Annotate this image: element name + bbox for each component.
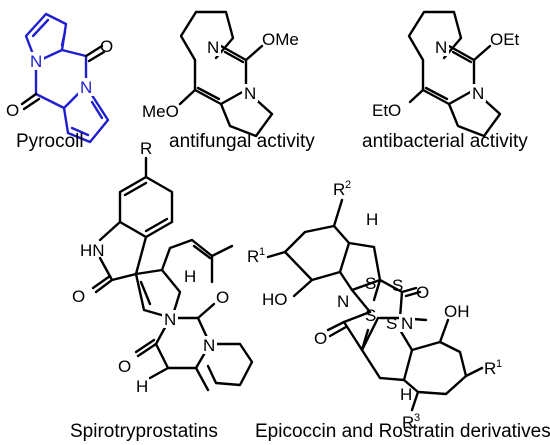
epi-r1a: R (247, 247, 259, 266)
epi-h1: H (366, 210, 378, 229)
spiro-h1: H (184, 267, 196, 286)
caption-pyrocoll: Pyrocoll (16, 131, 84, 152)
epi-o2: O (314, 329, 327, 348)
antibacterial-n1: N (435, 38, 447, 57)
spiro-r: R (140, 139, 152, 158)
spiro-n1: N (164, 310, 176, 329)
pyrocoll-o1: O (100, 37, 113, 56)
antibacterial-structure: N N OEt EtO (372, 10, 520, 138)
epi-s2: S (392, 276, 403, 295)
epi-n1: N (337, 292, 349, 311)
caption-epicoccin: Epicoccin and Rostratin derivatives (255, 421, 550, 442)
epi-h2: H (400, 385, 412, 404)
spiro-hn: HN (80, 241, 105, 260)
epi-r3-sup: 3 (414, 412, 420, 424)
pyrocoll-structure: N N O O (6, 12, 113, 144)
spiro-o3: O (118, 357, 131, 376)
caption-antibacterial: antibacterial activity (362, 131, 528, 152)
caption-spirotryprostatins: Spirotryprostatins (70, 421, 218, 442)
epi-r1b: R (484, 359, 496, 378)
epi-s3: S (365, 306, 376, 325)
antifungal-ome1: OMe (262, 30, 299, 49)
spiro-n2: N (203, 336, 215, 355)
pyrocoll-n1: N (30, 52, 42, 71)
spiro-o2: O (216, 288, 229, 307)
epi-oh: OH (444, 302, 470, 321)
spiro-h2: H (136, 377, 148, 396)
epi-r2-sup: 2 (345, 179, 351, 191)
antibacterial-oet1: OEt (490, 30, 520, 49)
epi-n2: N (401, 314, 413, 333)
epi-r1b-sup: 1 (496, 358, 502, 370)
pyrocoll-n2: N (80, 78, 92, 97)
antifungal-n1: N (207, 38, 219, 57)
epi-r2: R (333, 180, 345, 199)
epi-s1: S (365, 274, 376, 293)
antifungal-ome2: MeO (142, 102, 179, 121)
caption-antifungal: antifungal activity (169, 131, 315, 152)
antifungal-structure: N N OMe MeO (142, 10, 299, 138)
epi-o1: O (416, 283, 429, 302)
spiro-o1: O (72, 287, 85, 306)
epi-s4: S (386, 314, 397, 333)
antifungal-n2: N (244, 84, 256, 103)
spirotryprostatin-structure: N N HN O O O H H R (72, 139, 254, 396)
epi-ho: HO (262, 290, 288, 309)
antibacterial-oet2: EtO (372, 101, 401, 120)
antibacterial-n2: N (472, 84, 484, 103)
pyrocoll-o2: O (6, 101, 19, 120)
epi-r1a-sup: 1 (259, 246, 265, 258)
epi-r3: R (402, 413, 414, 432)
epicoccin-structure: N N S S S S O O HO OH H H R 1 R 1 R 2 R … (247, 179, 502, 432)
